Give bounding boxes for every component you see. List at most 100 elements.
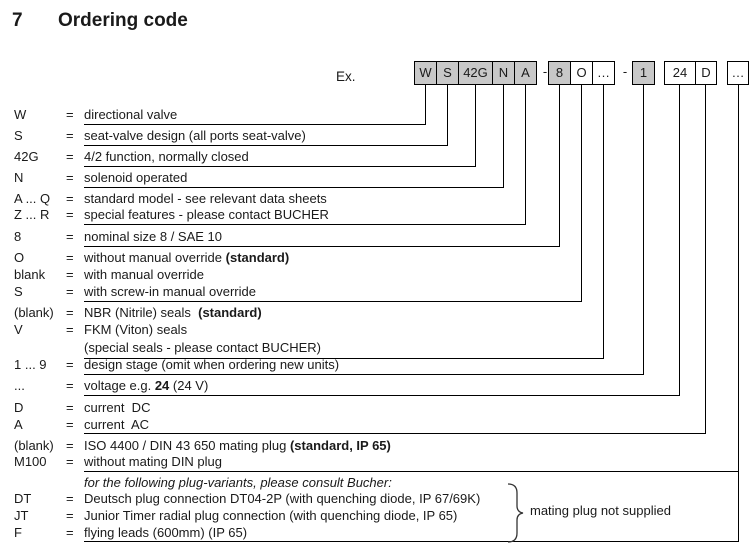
connector-hline bbox=[84, 395, 680, 396]
connector-hline bbox=[84, 224, 526, 225]
row-desc: NBR (Nitrile) seals bbox=[84, 305, 199, 320]
row-code: A bbox=[14, 417, 23, 432]
code-box-5: A bbox=[514, 61, 537, 85]
code-box-2: S bbox=[436, 61, 459, 85]
row-desc: without mating DIN plug bbox=[84, 454, 223, 469]
legend-row: blank=with manual override bbox=[14, 267, 204, 282]
legend-row: O=without manual override (standard) bbox=[14, 250, 290, 265]
example-label: Ex. bbox=[336, 69, 356, 84]
row-code: O bbox=[14, 250, 25, 265]
connector-vline bbox=[525, 85, 526, 225]
connector-hline bbox=[84, 541, 739, 542]
legend-row: (blank)=ISO 4400 / DIN 43 650 mating plu… bbox=[14, 438, 391, 453]
connector-vline bbox=[503, 85, 504, 188]
row-desc: current AC bbox=[84, 417, 150, 432]
plug-variants-note: for the following plug-variants, please … bbox=[14, 475, 392, 491]
code-box-9: 1 bbox=[632, 61, 655, 85]
row-desc: (special seals - please contact BUCHER) bbox=[84, 340, 321, 355]
row-desc: for the following plug-variants, please … bbox=[84, 475, 392, 490]
row-code: W bbox=[14, 107, 27, 122]
row-code: F bbox=[14, 525, 22, 540]
page-title: 7 Ordering code bbox=[12, 10, 188, 32]
legend-row: A ... Q=standard model - see relevant da… bbox=[14, 191, 327, 206]
row-code: D bbox=[14, 400, 24, 415]
connector-hline bbox=[84, 358, 604, 359]
connector-hline bbox=[84, 187, 504, 188]
legend-row: S=with screw-in manual override bbox=[14, 284, 256, 299]
row-desc: design stage (omit when ordering new uni… bbox=[84, 357, 340, 372]
legend-row: A=current AC bbox=[14, 417, 150, 432]
legend-row: V=FKM (Viton) seals bbox=[14, 322, 188, 337]
row-code: V bbox=[14, 322, 23, 337]
connector-vline bbox=[705, 85, 706, 434]
row-desc: without manual override bbox=[84, 250, 226, 265]
legend-row: ...=voltage e.g. 24 (24 V) bbox=[14, 378, 209, 393]
legend-row: D=current DC bbox=[14, 400, 151, 415]
connector-vline bbox=[475, 85, 476, 167]
code-box-11: D bbox=[695, 61, 717, 85]
legend-row: Z ... R=special features - please contac… bbox=[14, 207, 329, 222]
connector-vline bbox=[581, 85, 582, 302]
row-desc: special features - please contact BUCHER bbox=[84, 207, 329, 222]
row-desc: with screw-in manual override bbox=[84, 284, 256, 299]
row-code: 8 bbox=[14, 229, 22, 244]
row-desc: current DC bbox=[84, 400, 151, 415]
connector-hline bbox=[84, 124, 426, 125]
row-code: Z ... R bbox=[14, 207, 50, 222]
row-desc: standard model - see relevant data sheet… bbox=[84, 191, 327, 206]
row-code: (blank) bbox=[14, 305, 54, 320]
connector-hline bbox=[84, 433, 706, 434]
row-desc: flying leads (600mm) (IP 65) bbox=[84, 525, 248, 540]
section-title: Ordering code bbox=[58, 10, 188, 31]
legend-row: 42G=4/2 function, normally closed bbox=[14, 149, 249, 164]
row-code: DT bbox=[14, 491, 32, 506]
row-desc: solenoid operated bbox=[84, 170, 188, 185]
row-code: 1 ... 9 bbox=[14, 357, 47, 372]
separator-dash-1: - bbox=[542, 64, 548, 79]
legend-row: DT=Deutsch plug connection DT04-2P (with… bbox=[14, 491, 481, 506]
section-number: 7 bbox=[12, 10, 23, 31]
code-box-3: 42G bbox=[458, 61, 493, 85]
legend-row: M100=without mating DIN plug bbox=[14, 454, 223, 469]
row-desc: nominal size 8 / SAE 10 bbox=[84, 229, 223, 244]
row-desc: voltage e.g. bbox=[84, 378, 155, 393]
connector-vline bbox=[425, 85, 426, 125]
row-desc: 4/2 function, normally closed bbox=[84, 149, 249, 164]
connector-hline bbox=[84, 246, 560, 247]
row-desc: directional valve bbox=[84, 107, 178, 122]
code-box-6: 8 bbox=[548, 61, 571, 85]
legend-row: S=seat-valve design (all ports seat-valv… bbox=[14, 128, 306, 143]
code-box-8: … bbox=[592, 61, 615, 85]
connector-vline bbox=[603, 85, 604, 359]
connector-vline bbox=[447, 85, 448, 146]
row-code: N bbox=[14, 170, 24, 185]
legend-row: N=solenoid operated bbox=[14, 170, 188, 185]
row-desc: with manual override bbox=[84, 267, 204, 282]
connector-vline bbox=[643, 85, 644, 375]
separator-dash-2: - bbox=[622, 64, 628, 79]
right-brace-icon bbox=[507, 483, 524, 543]
legend-row: 1 ... 9=design stage (omit when ordering… bbox=[14, 357, 340, 372]
legend-row: (blank)=NBR (Nitrile) seals (standard) bbox=[14, 305, 262, 320]
legend-row: F=flying leads (600mm) (IP 65) bbox=[14, 525, 248, 540]
row-code: A ... Q bbox=[14, 191, 51, 206]
row-desc: ISO 4400 / DIN 43 650 mating plug bbox=[84, 438, 290, 453]
connector-vline bbox=[679, 85, 680, 396]
row-code: ... bbox=[14, 378, 25, 393]
row-code: S bbox=[14, 284, 23, 299]
row-code: S bbox=[14, 128, 23, 143]
code-box-4: N bbox=[492, 61, 515, 85]
code-box-1: W bbox=[414, 61, 437, 85]
row-code: blank bbox=[14, 267, 46, 282]
row-desc: Deutsch plug connection DT04-2P (with qu… bbox=[84, 491, 481, 506]
row-desc: seat-valve design (all ports seat-valve) bbox=[84, 128, 306, 143]
brace-note: mating plug not supplied bbox=[530, 503, 671, 518]
connector-hline bbox=[84, 471, 739, 472]
row-desc: Junior Timer radial plug connection (wit… bbox=[84, 508, 458, 523]
connector-hline bbox=[84, 374, 644, 375]
connector-vline bbox=[559, 85, 560, 247]
row-desc: FKM (Viton) seals bbox=[84, 322, 188, 337]
row-code: 42G bbox=[14, 149, 39, 164]
connector-hline bbox=[84, 145, 448, 146]
